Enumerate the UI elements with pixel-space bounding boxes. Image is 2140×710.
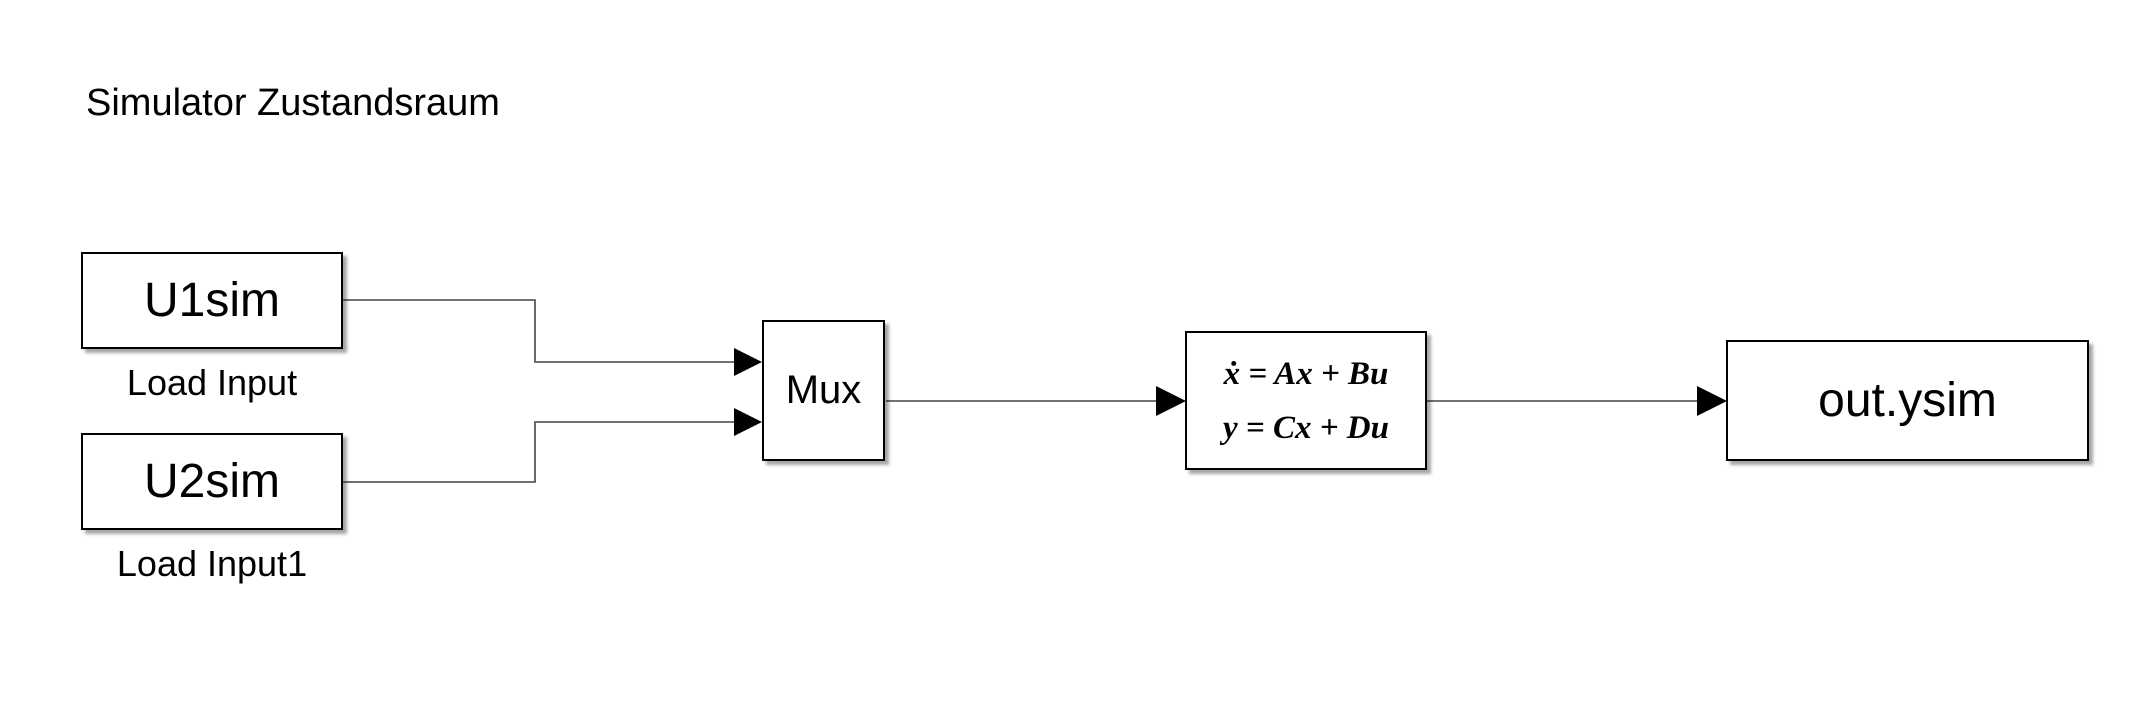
- out-ysim-block[interactable]: out.ysim: [1726, 340, 2089, 461]
- state-equation: ẋ = Ax + Bu: [1223, 355, 1389, 392]
- u2sim-block[interactable]: U2sim: [81, 433, 343, 530]
- out-input-arrow: [1697, 386, 1727, 416]
- mux-block-text: Mux: [785, 368, 862, 412]
- out-ysim-block-text: out.ysim: [1818, 374, 1997, 427]
- state-space-input-arrow: [1156, 386, 1186, 416]
- u1sim-block-label: Load Input: [126, 362, 298, 403]
- signal-line-u1sim-to-mux[interactable]: [342, 299, 734, 363]
- u1sim-block[interactable]: U1sim: [81, 252, 343, 349]
- signal-line-u2sim-to-mux[interactable]: [342, 421, 734, 483]
- diagram-title: Simulator Zustandsraum: [86, 82, 500, 124]
- mux-input-2-arrow: [734, 408, 762, 436]
- output-equation: y = Cx + Du: [1223, 409, 1389, 446]
- u2sim-block-label: Load Input1: [116, 543, 308, 584]
- u1sim-block-text: U1sim: [143, 274, 280, 327]
- mux-input-1-arrow: [734, 348, 762, 376]
- u2sim-block-text: U2sim: [143, 455, 280, 508]
- mux-block[interactable]: Mux: [762, 320, 885, 461]
- state-space-block[interactable]: ẋ = Ax + Bu y = Cx + Du: [1185, 331, 1427, 470]
